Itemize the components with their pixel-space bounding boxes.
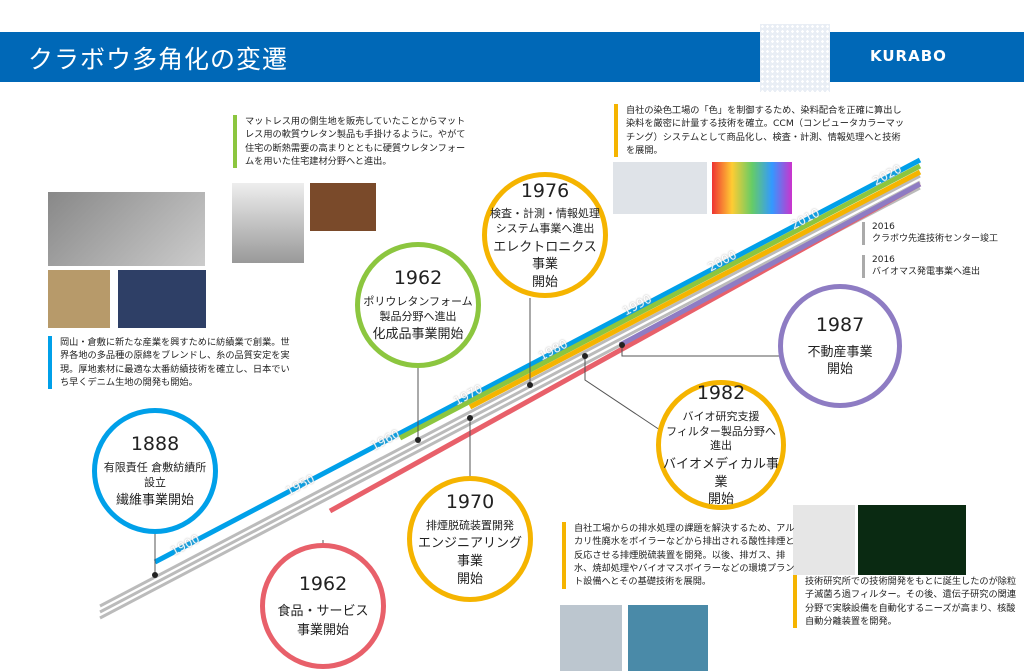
circle-headline: 事業開始 [296, 623, 349, 639]
circle-text: 食品・サービス [277, 603, 369, 619]
circle-year: 1987 [815, 314, 865, 337]
circle-text: ポリウレタンフォーム [363, 294, 473, 308]
dna-image [858, 505, 966, 575]
note-chemical: マットレス用の側生地を販売していたことからマットレス用の軟質ウレタン製品も手掛け… [233, 115, 473, 169]
circle-year: 1962 [393, 267, 443, 290]
circle-text: バイオ研究支援 [682, 409, 760, 423]
circle-headline: 不動産事業 開始 [807, 344, 873, 378]
ccm-equipment-photo [613, 162, 707, 214]
nucleic-acid-separator-photo [793, 505, 855, 575]
circle-text: 設立 [144, 475, 166, 489]
circle-text: 検査・計測・情報処理 [490, 207, 600, 221]
cotton-bales-photo [48, 270, 110, 328]
circle-headline: バイオメディカル事業 開始 [662, 457, 780, 508]
circle-headline: エレクトロニクス事業 開始 [493, 239, 597, 290]
circle-headline: 繊維事業開始 [115, 493, 194, 509]
spinning-mill-photo [48, 192, 205, 266]
circle-1987-realestate: 1987 不動産事業 開始 [778, 284, 902, 408]
circle-year: 1962 [298, 573, 348, 596]
header-bar: クラボウ多角化の変遷 KURABO [0, 24, 1024, 92]
circle-headline: 化成品事業開始 [372, 327, 464, 343]
event-text: クラボウ先進技術センター竣工 [872, 233, 999, 244]
circle-text: システム事業へ進出 [495, 222, 595, 235]
building-material-photo [310, 183, 376, 231]
decorative-dots [760, 24, 830, 92]
circle-1962-food: 1962 食品・サービス 事業開始 [260, 543, 386, 669]
plant-chimney-photo [560, 605, 622, 671]
plant-equipment-photo [628, 605, 708, 671]
circle-1962-chemical: 1962 ポリウレタンフォーム 製品分野へ進出 化成品事業開始 [355, 242, 481, 368]
event-year: 2016 [872, 255, 895, 265]
note-engineering: 自社工場からの排水処理の課題を解決するため、アルカリ性廃水をボイラーなどから排出… [562, 522, 797, 589]
circle-text: フィルター製品分野へ進出 [666, 424, 776, 453]
timeline-stripes [99, 157, 922, 620]
event-text: バイオマス発電事業へ進出 [872, 266, 981, 277]
circle-year: 1888 [130, 433, 180, 456]
event-year: 2016 [872, 222, 895, 232]
circle-year: 1976 [520, 179, 570, 202]
circle-text: 排煙脱硫装置開発 [426, 518, 514, 532]
leader-lines [154, 298, 779, 575]
denim-photo [118, 270, 206, 328]
page-title: クラボウ多角化の変遷 [28, 45, 289, 74]
circle-year: 1982 [696, 382, 746, 405]
note-textile: 岡山・倉敷に新たな産業を興すために紡績業で創業。世界各地の多品種の原綿をブレンド… [48, 336, 293, 390]
circle-1982-biomedical: 1982 バイオ研究支援 フィルター製品分野へ進出 バイオメディカル事業 開始 [656, 380, 786, 510]
circle-text: 製品分野へ進出 [379, 309, 457, 323]
color-swatches-photo [712, 162, 792, 214]
circle-headline: エンジニアリング事業 開始 [417, 536, 522, 587]
circle-1970-engineering: 1970 排煙脱硫装置開発 エンジニアリング事業 開始 [407, 476, 533, 602]
note-electronics: 自社の染色工場の「色」を制御するため、染料配合を正確に算出し染料を厳密に計量する… [614, 104, 904, 158]
urethane-foam-photo [232, 183, 304, 263]
circle-year: 1970 [445, 490, 495, 513]
circle-text: 有限責任 倉敷紡績所 [103, 460, 207, 474]
circle-1888-textile: 1888 有限責任 倉敷紡績所 設立 繊維事業開始 [92, 408, 218, 534]
kurabo-logo: KURABO [870, 47, 947, 65]
note-bio: 技術研究所での技術開発をもとに誕生したのが除粒子滅菌ろ過フィルター。その後、遺伝… [793, 575, 1018, 629]
event-dots [152, 342, 625, 578]
circle-1976-electronics: 1976 検査・計測・情報処理 システム事業へ進出 エレクトロニクス事業 開始 [482, 172, 608, 298]
